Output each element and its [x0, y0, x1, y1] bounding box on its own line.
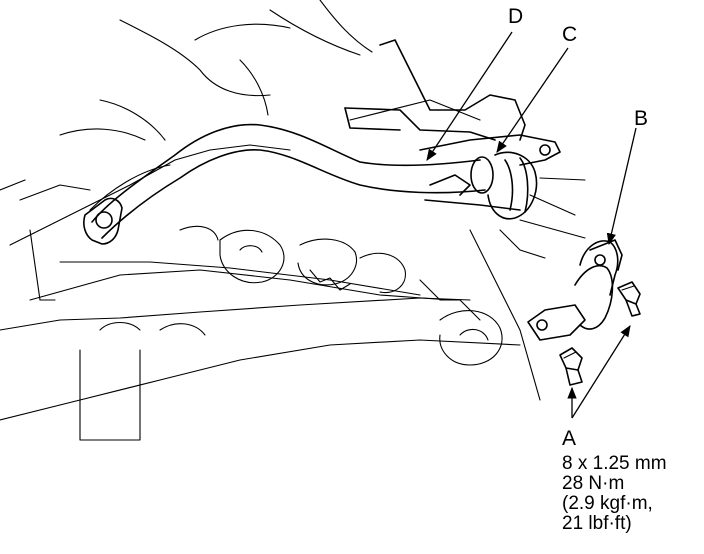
torque-lbfft: 21 lbf·ft)	[562, 513, 632, 534]
chassis-background	[0, 0, 546, 441]
callout-c: C	[562, 23, 578, 46]
callout-b: B	[634, 107, 649, 130]
torque-nm: 28 N·m	[562, 473, 625, 494]
leader-a-upper	[571, 325, 631, 419]
torque-kgfm: (2.9 kgf·m,	[562, 493, 653, 514]
body-mount-bracket	[344, 39, 561, 211]
flange-bolt-lower	[559, 347, 583, 386]
leader-c	[496, 47, 569, 153]
callout-a: A	[562, 427, 577, 450]
callout-d: D	[508, 5, 524, 28]
bolt-spec: 8 x 1.25 mm 28 N·m (2.9 kgf·m, 21 lbf·ft…	[562, 454, 667, 534]
leader-lines	[426, 31, 637, 419]
flange-bolt-upper	[617, 281, 641, 317]
leader-d	[426, 31, 513, 161]
bushing-holder	[527, 239, 623, 341]
leader-b	[606, 127, 637, 246]
stabilizer-bushing	[487, 151, 586, 239]
stabilizer-bar	[83, 123, 494, 245]
bolt-size: 8 x 1.25 mm	[562, 453, 667, 474]
